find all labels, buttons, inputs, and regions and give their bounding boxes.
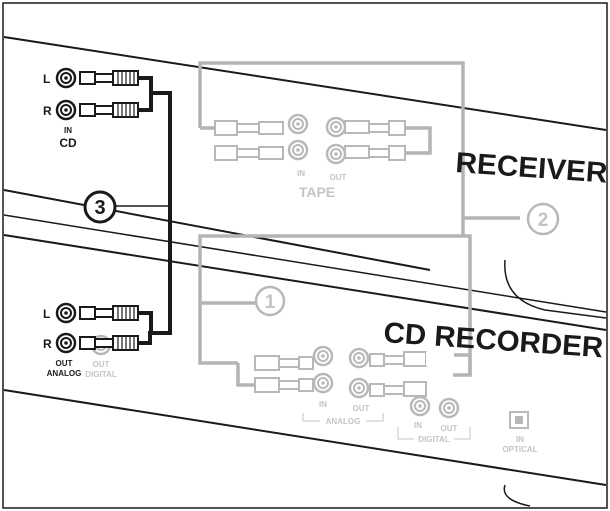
out-digital-label: DIGITAL: [85, 370, 117, 379]
black-plug-ribs: [117, 71, 135, 350]
tape-out-label: OUT: [330, 173, 347, 182]
callout-circles: [83, 190, 560, 317]
cd-in-left-label: L: [43, 72, 50, 86]
group-brackets: [302, 413, 471, 440]
analog-label: ANALOG: [326, 417, 361, 426]
gray-cables: [198, 61, 520, 387]
recorder-gray-plugs: [254, 351, 454, 397]
cd-out-left-label: L: [43, 307, 50, 321]
tape-plugs: [214, 120, 406, 161]
cd-in-label: IN: [64, 126, 72, 135]
optical-label: OPTICAL: [502, 445, 537, 454]
out-digital-out-label: OUT: [93, 360, 110, 369]
digital-label: DIGITAL: [418, 435, 450, 444]
callout-1-number: 1: [265, 292, 276, 313]
out-label: OUT: [56, 359, 73, 368]
digital-out-label: OUT: [441, 424, 458, 433]
cable-3: [138, 76, 172, 345]
callout-3-number: 3: [94, 197, 105, 219]
tape-label: TAPE: [299, 184, 335, 200]
cd-in-right-label: R: [43, 104, 52, 118]
optical-in-label: IN: [516, 435, 524, 444]
cd-out-right-label: R: [43, 337, 52, 351]
analog-out-label: OUT: [353, 404, 370, 413]
digital-in-label: IN: [414, 421, 422, 430]
tape-in-label: IN: [297, 169, 305, 178]
out-analog-label: ANALOG: [47, 369, 82, 378]
callout-2-number: 2: [538, 210, 549, 231]
cd-name-label: CD: [59, 136, 77, 150]
optical-port-icon: [509, 411, 529, 429]
analog-in-label: IN: [319, 400, 327, 409]
panel-lines: [3, 36, 607, 507]
